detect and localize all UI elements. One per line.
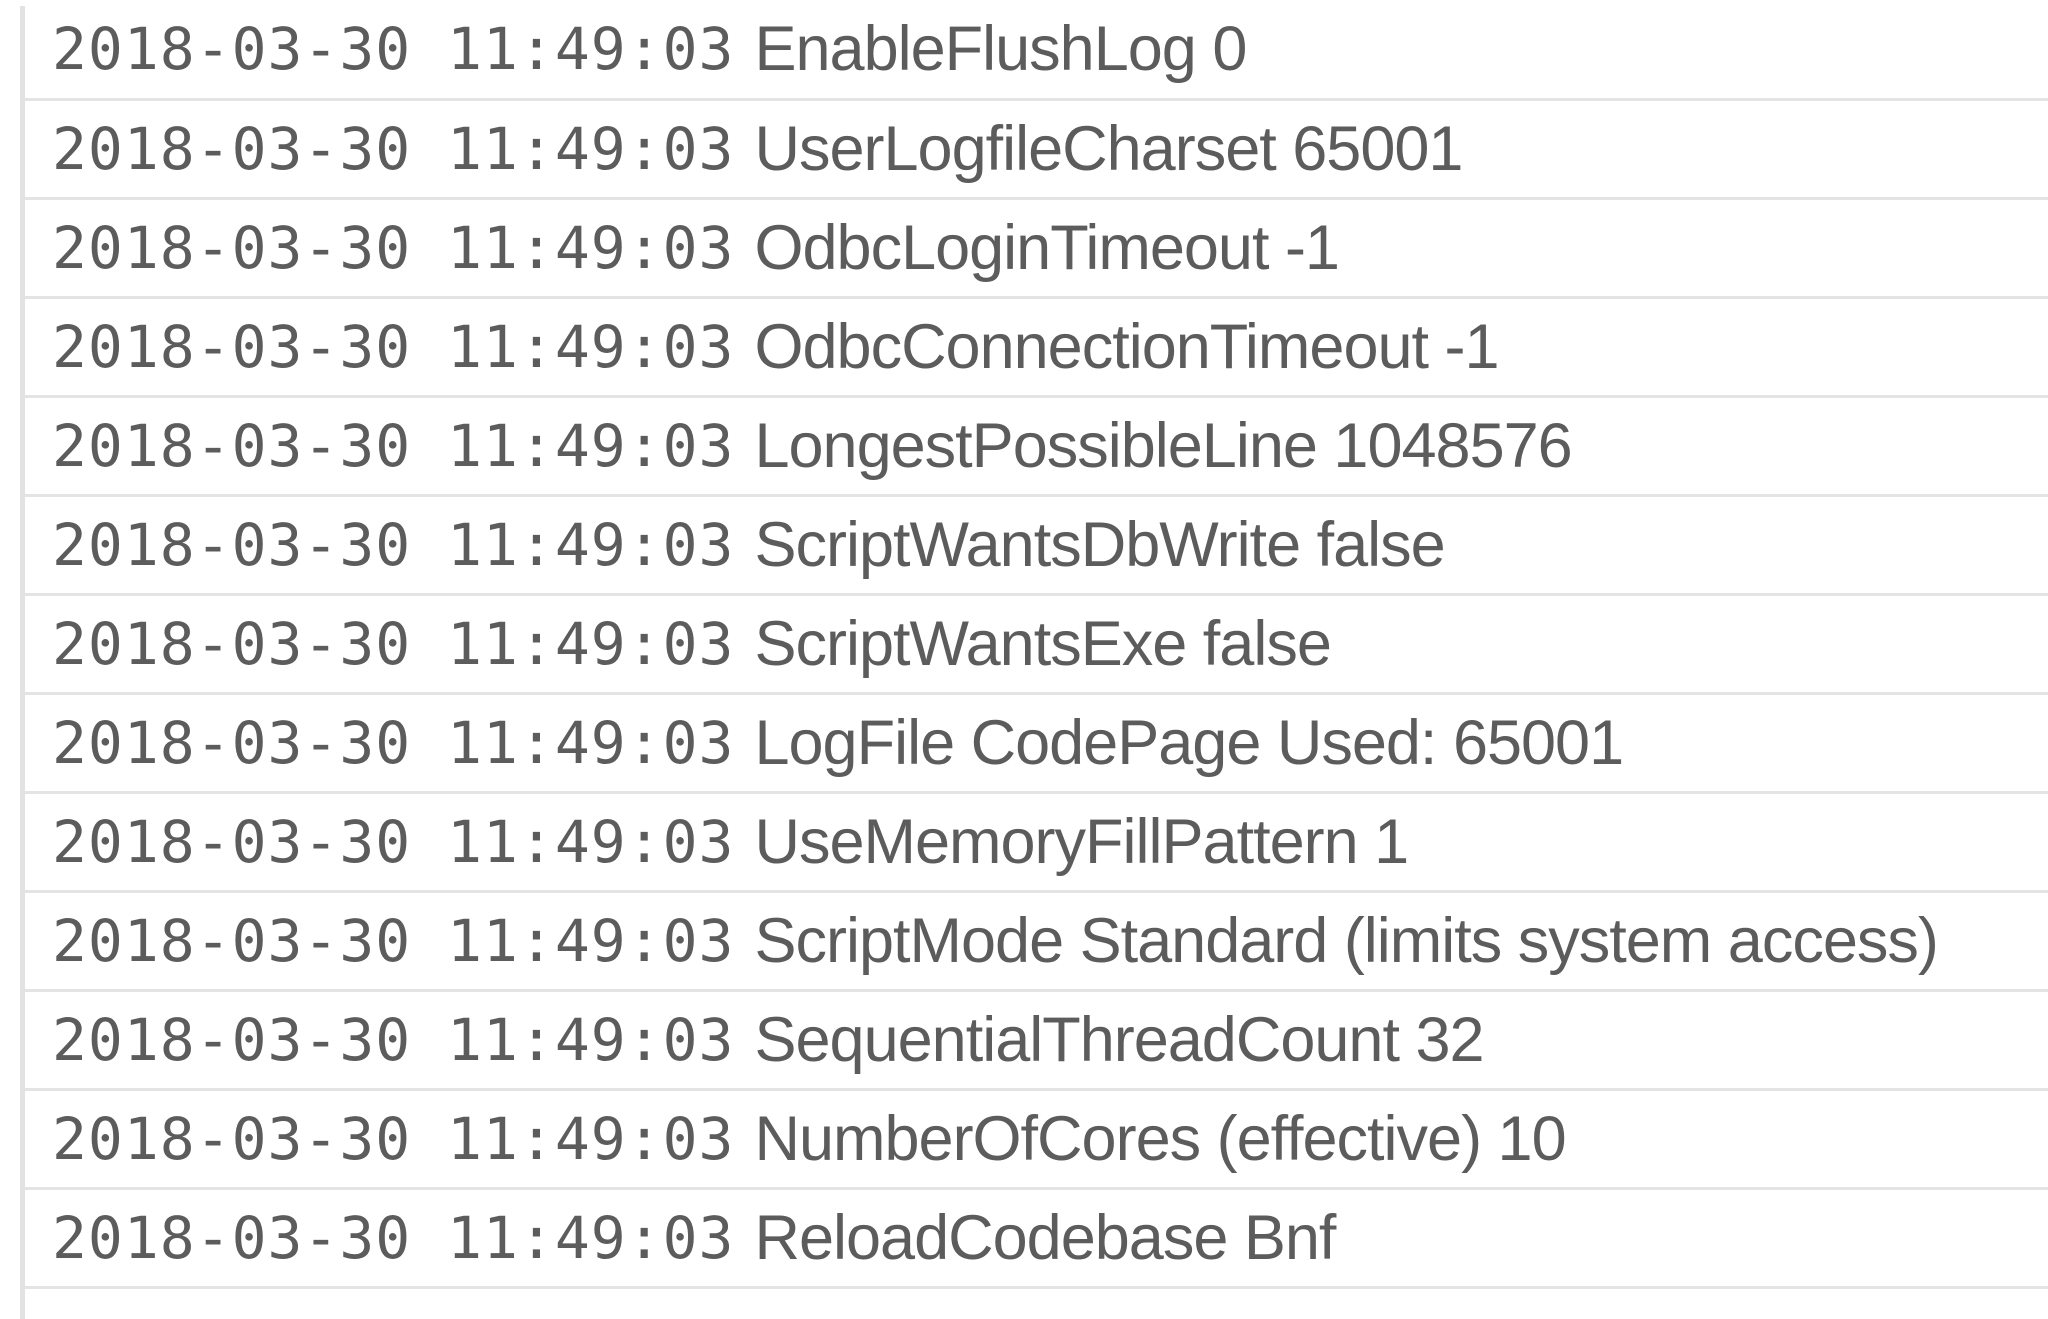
log-message: EnableFlushLog 0 (754, 14, 1247, 84)
log-timestamp: 2018-03-30 11:49:03 (52, 412, 734, 480)
log-message: LogFile CodePage Used: 65001 (754, 708, 1624, 778)
log-date: 2018-03-30 (52, 511, 412, 579)
log-time: 11:49:03 (447, 15, 735, 83)
log-date: 2018-03-30 (52, 709, 412, 777)
log-message: UseMemoryFillPattern 1 (754, 807, 1409, 877)
log-left-border (20, 6, 25, 1319)
log-timestamp: 2018-03-30 11:49:03 (52, 709, 734, 777)
log-row: 2018-03-30 11:49:03 NumberOfCores (effec… (25, 1091, 2048, 1190)
log-row: 2018-03-30 11:49:03 LongestPossibleLine … (25, 398, 2048, 497)
log-row: 2018-03-30 11:49:03 ScriptMode Standard … (25, 893, 2048, 992)
log-timestamp: 2018-03-30 11:49:03 (52, 313, 734, 381)
log-message: ScriptWantsExe false (754, 609, 1331, 679)
log-timestamp: 2018-03-30 11:49:03 (52, 1006, 734, 1074)
log-message: OdbcLoginTimeout -1 (754, 213, 1339, 283)
log-row: 2018-03-30 11:49:03 ReloadCodebase Bnf (25, 1190, 2048, 1289)
log-date: 2018-03-30 (52, 907, 412, 975)
log-row: 2018-03-30 11:49:03 ScriptWantsDbWrite f… (25, 497, 2048, 596)
log-message: SequentialThreadCount 32 (754, 1005, 1484, 1075)
log-time: 11:49:03 (447, 115, 735, 183)
log-date: 2018-03-30 (52, 15, 412, 83)
log-list: 2018-03-30 11:49:03 EnableFlushLog 0 201… (25, 0, 2048, 1289)
log-message: OdbcConnectionTimeout -1 (754, 312, 1499, 382)
log-time: 11:49:03 (447, 1204, 735, 1272)
log-date: 2018-03-30 (52, 1105, 412, 1173)
log-row: 2018-03-30 11:49:03 SequentialThreadCoun… (25, 992, 2048, 1091)
log-timestamp: 2018-03-30 11:49:03 (52, 15, 734, 83)
log-row: 2018-03-30 11:49:03 UserLogfileCharset 6… (25, 101, 2048, 200)
log-timestamp: 2018-03-30 11:49:03 (52, 610, 734, 678)
log-timestamp: 2018-03-30 11:49:03 (52, 907, 734, 975)
log-row: 2018-03-30 11:49:03 LogFile CodePage Use… (25, 695, 2048, 794)
log-time: 11:49:03 (447, 412, 735, 480)
log-time: 11:49:03 (447, 214, 735, 282)
log-date: 2018-03-30 (52, 115, 412, 183)
log-date: 2018-03-30 (52, 1006, 412, 1074)
log-timestamp: 2018-03-30 11:49:03 (52, 1105, 734, 1173)
log-message: ScriptMode Standard (limits system acces… (754, 906, 1938, 976)
log-time: 11:49:03 (447, 1006, 735, 1074)
log-timestamp: 2018-03-30 11:49:03 (52, 808, 734, 876)
log-date: 2018-03-30 (52, 313, 412, 381)
log-message: ScriptWantsDbWrite false (754, 510, 1445, 580)
log-time: 11:49:03 (447, 511, 735, 579)
log-row: 2018-03-30 11:49:03 UseMemoryFillPattern… (25, 794, 2048, 893)
log-date: 2018-03-30 (52, 1204, 412, 1272)
log-timestamp: 2018-03-30 11:49:03 (52, 511, 734, 579)
log-message: UserLogfileCharset 65001 (754, 114, 1463, 184)
log-time: 11:49:03 (447, 1105, 735, 1173)
log-message: ReloadCodebase Bnf (754, 1203, 1336, 1273)
log-timestamp: 2018-03-30 11:49:03 (52, 115, 734, 183)
log-date: 2018-03-30 (52, 808, 412, 876)
log-timestamp: 2018-03-30 11:49:03 (52, 214, 734, 282)
log-message: LongestPossibleLine 1048576 (754, 411, 1572, 481)
log-row: 2018-03-30 11:49:03 OdbcLoginTimeout -1 (25, 200, 2048, 299)
log-date: 2018-03-30 (52, 214, 412, 282)
log-time: 11:49:03 (447, 610, 735, 678)
log-time: 11:49:03 (447, 709, 735, 777)
log-message: NumberOfCores (effective) 10 (754, 1104, 1566, 1174)
log-time: 11:49:03 (447, 907, 735, 975)
log-date: 2018-03-30 (52, 412, 412, 480)
log-row: 2018-03-30 11:49:03 OdbcConnectionTimeou… (25, 299, 2048, 398)
log-timestamp: 2018-03-30 11:49:03 (52, 1204, 734, 1272)
log-row: 2018-03-30 11:49:03 EnableFlushLog 0 (25, 0, 2048, 101)
log-time: 11:49:03 (447, 808, 735, 876)
log-date: 2018-03-30 (52, 610, 412, 678)
log-time: 11:49:03 (447, 313, 735, 381)
log-row: 2018-03-30 11:49:03 ScriptWantsExe false (25, 596, 2048, 695)
